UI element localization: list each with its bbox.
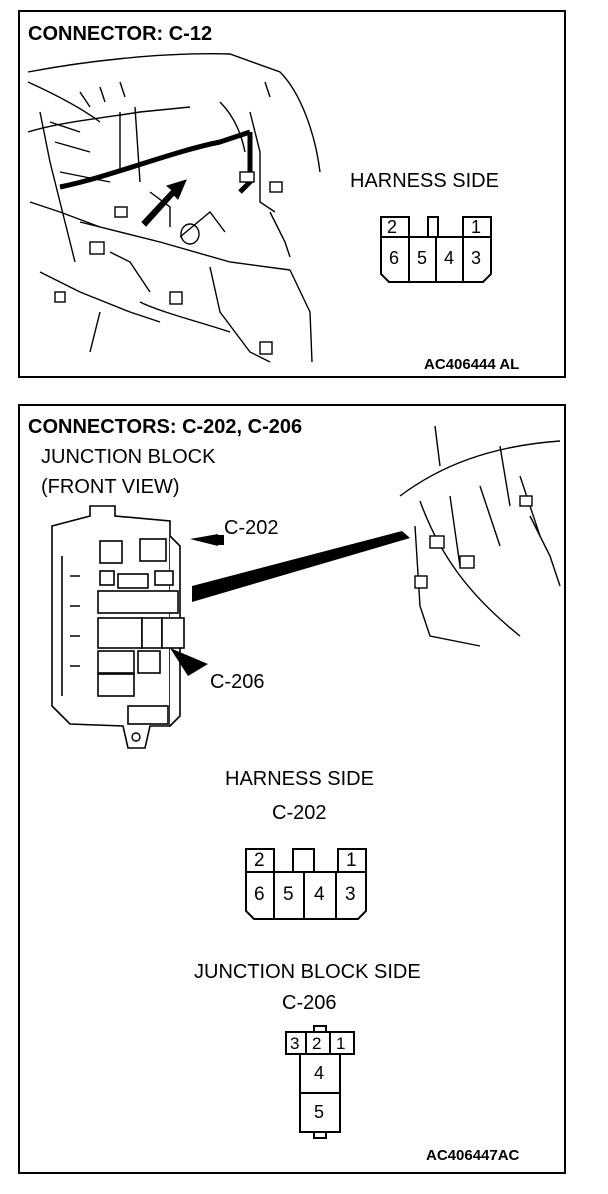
- c202-pin-6: 6: [254, 884, 265, 905]
- panel-title: CONNECTOR: C-12: [28, 23, 213, 45]
- c206-pin-2: 2: [312, 1034, 322, 1053]
- connector-c12-panel: CONNECTOR: C-12: [18, 10, 566, 378]
- c12-pin-3: 3: [471, 248, 482, 268]
- dashboard-illustration: [27, 53, 321, 363]
- harness-connector-id: C-202: [272, 802, 327, 824]
- c202-pin-2: 2: [254, 850, 265, 871]
- c202-pin-5: 5: [283, 884, 294, 905]
- c12-connector-face: [380, 216, 492, 283]
- c202-pin-4: 4: [314, 884, 325, 905]
- c12-pin-5: 5: [417, 248, 428, 268]
- c202-arrow: [190, 534, 218, 546]
- c12-pin-1: 1: [471, 217, 482, 237]
- c202-connector-face: [245, 848, 367, 920]
- panel-title: CONNECTORS: C-202, C-206: [28, 416, 303, 438]
- c206-arrow: [170, 648, 208, 676]
- figure-code: AC406447AC: [426, 1147, 520, 1164]
- c12-pin-6: 6: [389, 248, 400, 268]
- c206-pin-3: 3: [290, 1034, 300, 1053]
- junction-connector-id: C-206: [282, 992, 337, 1014]
- c206-connector-face: [285, 1025, 355, 1139]
- c12-pin-2: 2: [387, 217, 398, 237]
- junction-side-label: JUNCTION BLOCK SIDE: [194, 961, 421, 983]
- junction-block-illustration: [51, 425, 561, 749]
- c206-pin-5: 5: [314, 1102, 325, 1122]
- callout-c206-label: C-206: [210, 671, 265, 693]
- c202-pin-3: 3: [345, 884, 356, 905]
- c206-pin-1: 1: [336, 1034, 346, 1053]
- junction-block-view-label: (FRONT VIEW): [41, 476, 180, 498]
- junction-block-label: JUNCTION BLOCK: [41, 446, 216, 468]
- locator-arrow: [141, 179, 187, 227]
- connectors-c202-c206-panel: CONNECTORS: C-202, C-206 JUNCTION BLOCK …: [18, 404, 566, 1174]
- c202-pin-1: 1: [346, 850, 357, 871]
- c206-pin-4: 4: [314, 1063, 325, 1083]
- harness-side-label: HARNESS SIDE: [225, 768, 374, 790]
- c12-pin-4: 4: [444, 248, 455, 268]
- callout-c202-label: C-202: [224, 517, 279, 539]
- harness-side-label: HARNESS SIDE: [350, 170, 499, 192]
- figure-code: AC406444 AL: [424, 356, 520, 373]
- location-pointer: [192, 531, 410, 602]
